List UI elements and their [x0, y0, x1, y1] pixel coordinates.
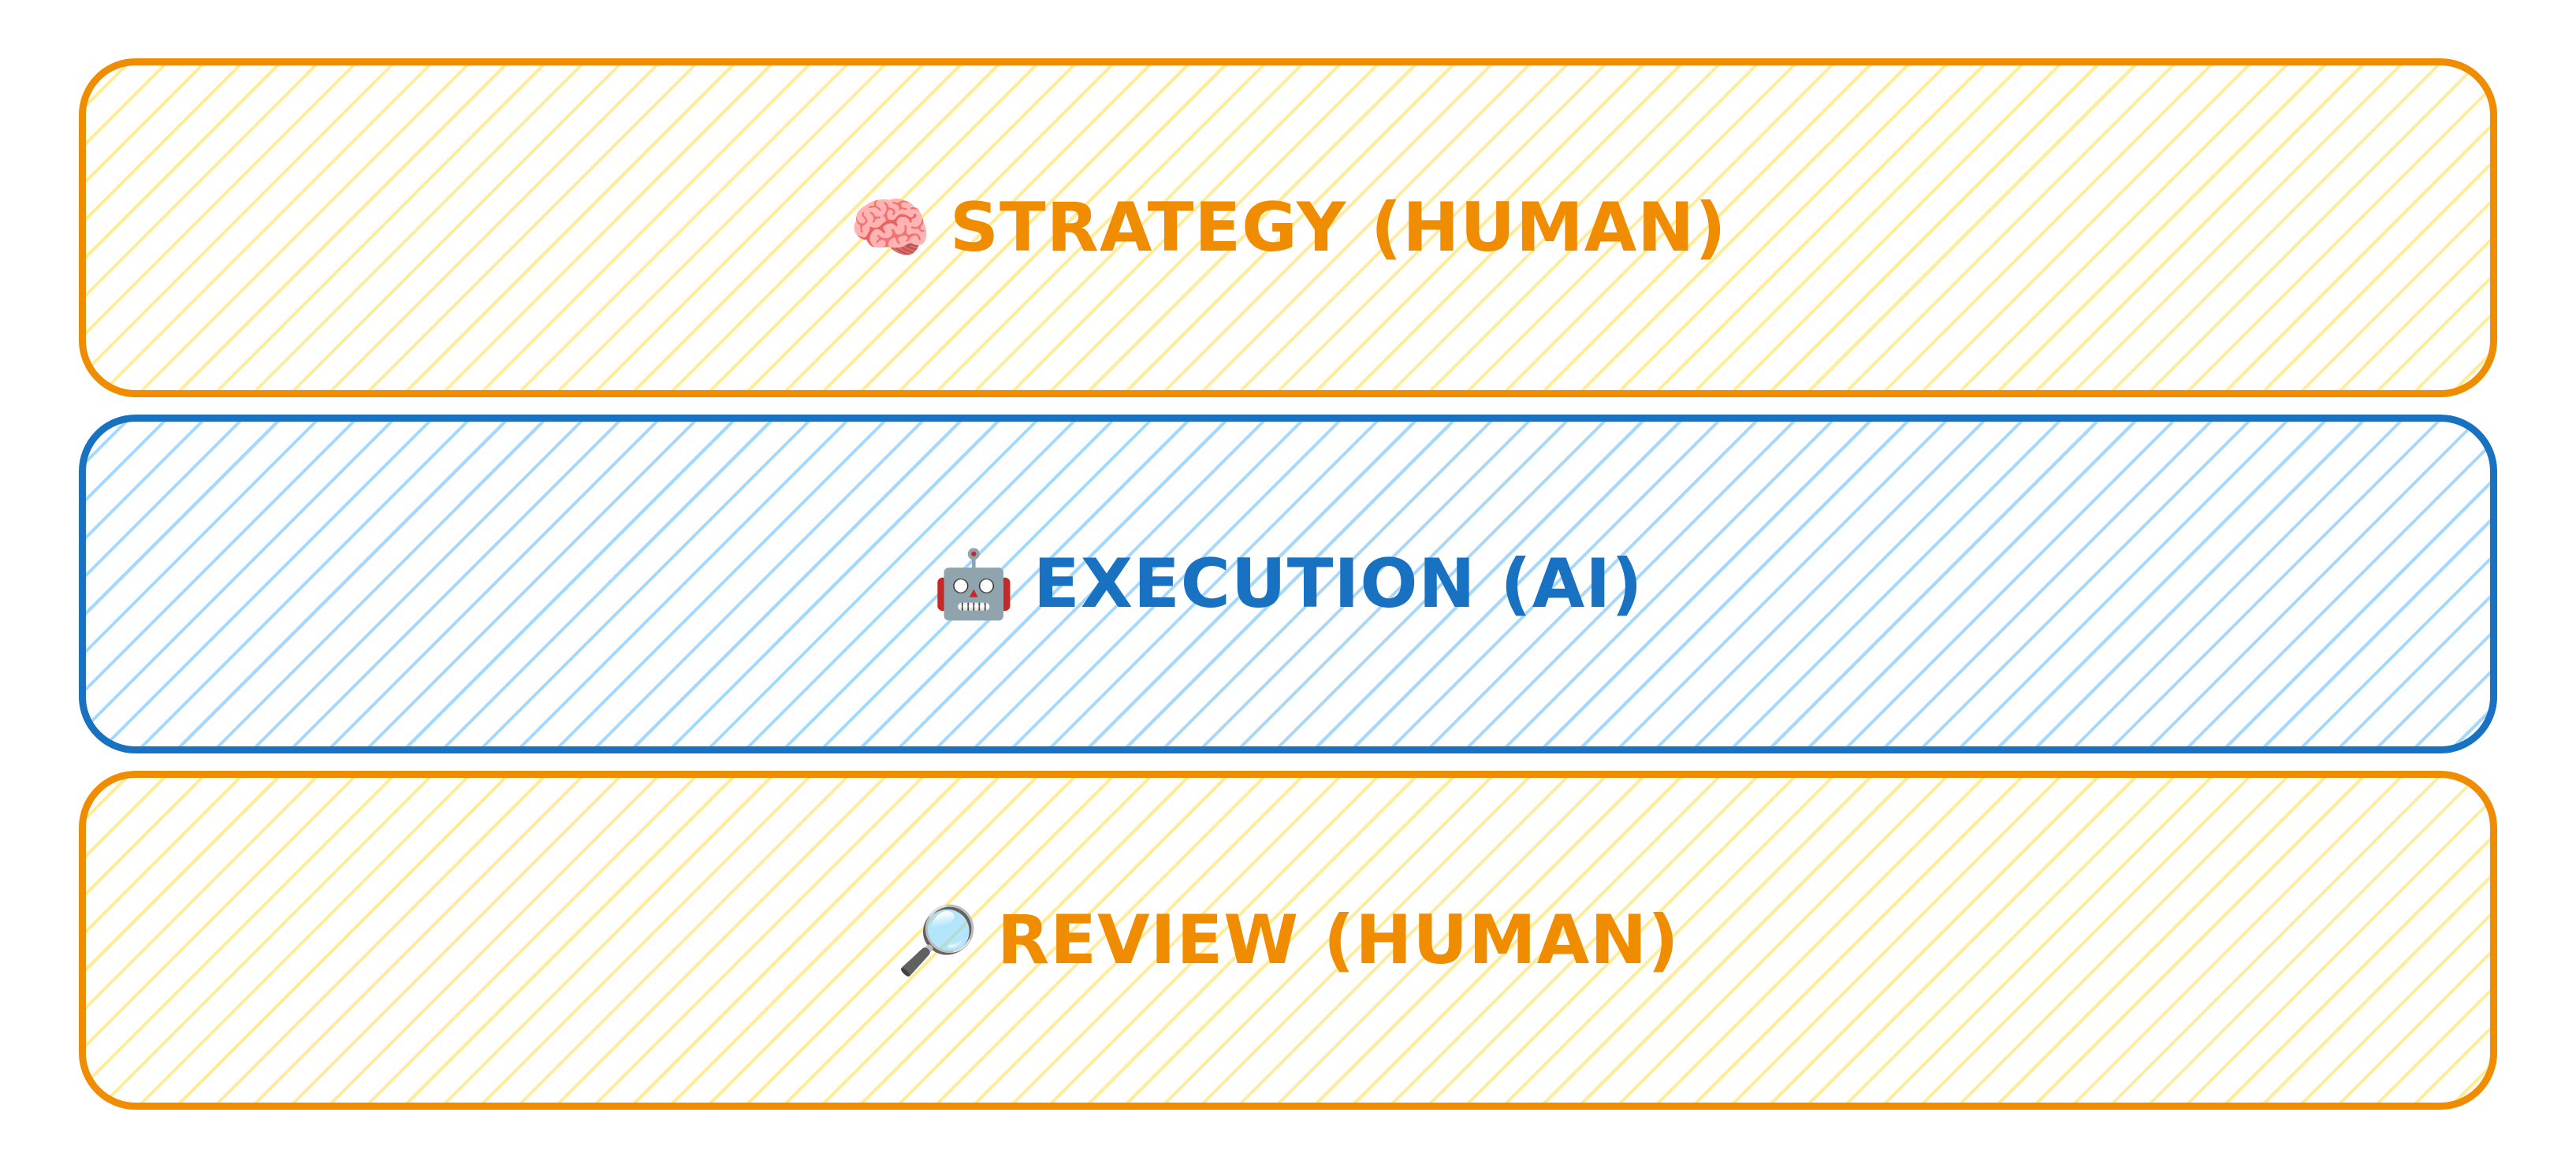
robot-icon: 🤖 [932, 545, 1016, 623]
review-text: REVIEW (HUMAN) [996, 901, 1680, 980]
strategy-label: 🧠 STRATEGY (HUMAN) [849, 188, 1726, 267]
execution-layer: 🤖 EXECUTION (AI) [79, 415, 2497, 753]
magnifying-glass-icon: 🔎 [896, 902, 980, 979]
brain-icon: 🧠 [849, 189, 933, 266]
review-label: 🔎 REVIEW (HUMAN) [896, 901, 1679, 980]
review-layer: 🔎 REVIEW (HUMAN) [79, 771, 2497, 1110]
execution-text: EXECUTION (AI) [1033, 545, 1644, 623]
strategy-layer: 🧠 STRATEGY (HUMAN) [79, 58, 2497, 397]
execution-label: 🤖 EXECUTION (AI) [932, 545, 1643, 623]
strategy-text: STRATEGY (HUMAN) [950, 188, 1727, 267]
